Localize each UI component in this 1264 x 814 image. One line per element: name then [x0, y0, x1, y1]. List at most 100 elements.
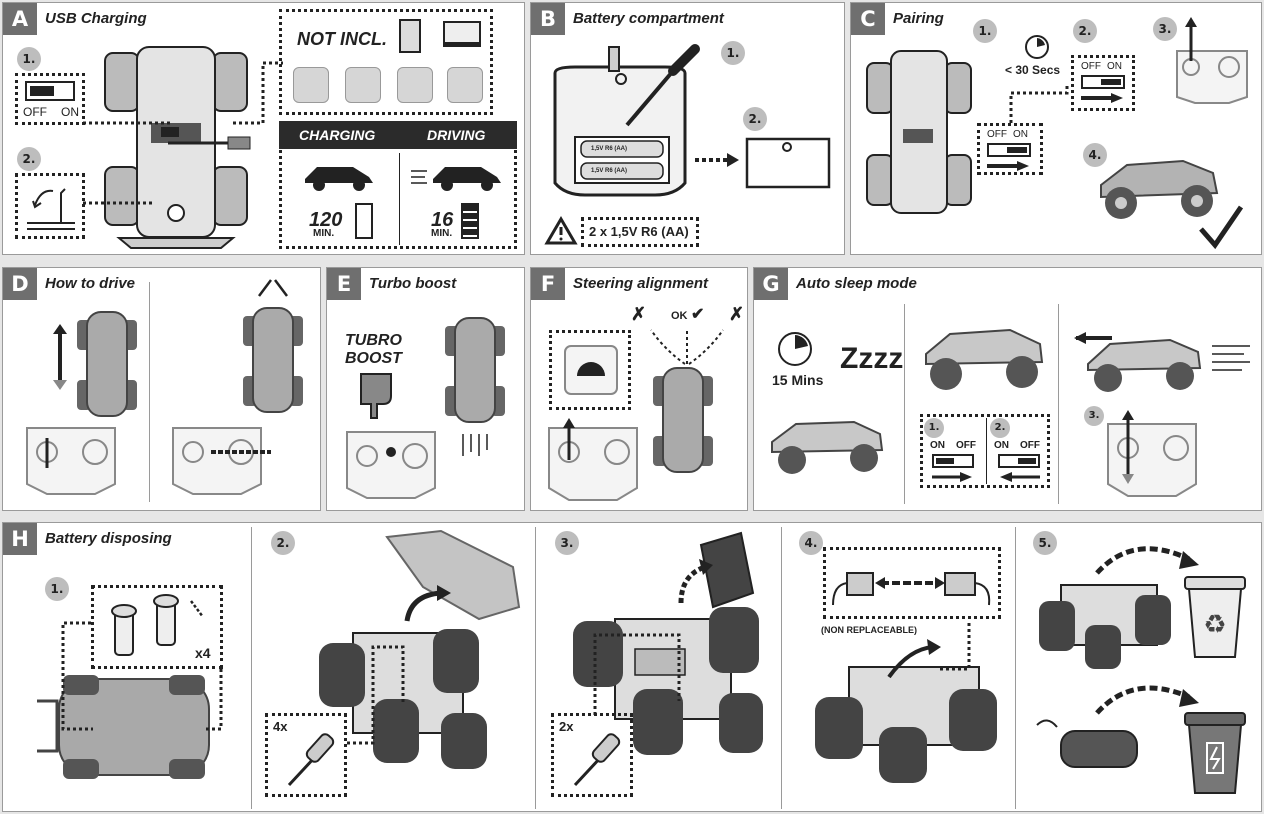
panel-title: Auto sleep mode — [796, 275, 917, 292]
wall-socket-icon — [447, 67, 483, 103]
trim-knob-icon — [564, 345, 618, 395]
panel-letter: C — [851, 3, 885, 35]
game-console-icon — [345, 67, 381, 103]
off-label: OFF — [987, 129, 1007, 140]
remote-controller-icon — [172, 427, 271, 495]
panel-letter: D — [3, 268, 37, 300]
battery-cover-illustration — [745, 137, 831, 189]
car-body-removed — [385, 529, 521, 621]
switch-box — [977, 123, 1043, 175]
remote-controller-icon — [548, 418, 638, 501]
usb-cable — [168, 136, 251, 150]
battery-pack-icon — [1036, 719, 1138, 768]
step-number: 2. — [990, 418, 1010, 438]
panel-title: Battery compartment — [573, 10, 724, 27]
panel-auto-sleep-mode: G Auto sleep mode 15 Mins Zzzz 1. 2. ON … — [753, 267, 1262, 511]
on-label: ON — [1013, 129, 1028, 140]
panel-title: How to drive — [45, 275, 136, 292]
screwdriver-box — [551, 713, 633, 797]
screwdriver-box — [265, 713, 347, 797]
power-switch — [987, 143, 1031, 157]
charging-driving-header — [279, 121, 517, 149]
car-chassis-topview — [866, 50, 972, 214]
on-label: ON — [930, 440, 945, 451]
off-label: OFF — [1020, 440, 1040, 451]
lift-arrow — [678, 559, 713, 604]
panel-title: Pairing — [893, 10, 944, 27]
drive-time: 16 — [431, 209, 454, 231]
step-number: 1. — [721, 41, 745, 65]
connector-detail-box — [823, 547, 1001, 619]
switch-divider — [986, 418, 987, 484]
arrow-right-icon — [932, 472, 972, 482]
step-number: 1. — [924, 418, 944, 438]
timer-icon — [1025, 35, 1049, 59]
panel-divider — [781, 527, 782, 809]
step-number: 2. — [743, 107, 767, 131]
screwdriver-count: 2x — [559, 719, 574, 734]
connector-dotted-lines — [593, 633, 681, 715]
open-flap-illustration — [27, 188, 75, 230]
car-topview-icon — [243, 307, 303, 413]
remove-arrow — [695, 153, 739, 167]
sleep-minutes: 15 Mins — [772, 372, 824, 388]
connector-dotted-lines — [937, 623, 971, 671]
panel-divider — [904, 304, 905, 504]
panel-divider — [149, 282, 150, 502]
remote-controller-icon — [1107, 410, 1197, 497]
step-number: 1. — [973, 19, 997, 43]
charge-time-unit: MIN. — [313, 228, 335, 239]
panel-divider — [1015, 527, 1016, 809]
screw-detail-box — [91, 585, 223, 669]
switch-box — [15, 73, 85, 125]
recycle-icon: ♻ — [1184, 576, 1246, 658]
drive-time-unit: MIN. — [431, 228, 453, 239]
chassis-illustration — [319, 629, 487, 769]
step-number: 3. — [555, 531, 579, 555]
steering-arrows — [258, 279, 288, 297]
battery-pack-removed — [699, 531, 755, 609]
panel-usb-charging: A USB Charging 1. OFF ON 2. NOT INCL. — [2, 2, 525, 255]
step-number: 5. — [1033, 531, 1057, 555]
laptop-icon — [443, 21, 481, 47]
car-sideview-icon — [771, 420, 884, 474]
battery-spec-label: 2 x 1,5V R6 (AA) — [589, 224, 689, 239]
power-switch — [998, 454, 1040, 468]
panel-steering-alignment: F Steering alignment ✗ OK ✔ ✗ — [530, 267, 748, 511]
car-topview-icon — [445, 317, 505, 423]
screwdriver-icon — [625, 44, 700, 127]
step-number: 2. — [1073, 19, 1097, 43]
panel-title: Battery disposing — [45, 530, 172, 547]
wrong-mark-left: ✗ — [631, 304, 647, 324]
checkmark-icon: ✔ — [691, 306, 705, 323]
panel-battery-disposing: H Battery disposing 1. x4 2. 4x — [2, 522, 1262, 812]
on-label: ON — [994, 440, 1009, 451]
panel-pairing: C Pairing 1. OFF ON < 30 Secs 2. OFF ON … — [850, 2, 1262, 255]
switch-sequence-box — [920, 414, 1050, 488]
car-sideview-icon — [925, 328, 1044, 390]
panel-divider — [251, 527, 252, 809]
battery-cell-label: 1,5V R6 (AA) — [591, 146, 628, 152]
lift-arrow — [404, 585, 451, 622]
power-switch — [1081, 75, 1125, 89]
step-number: 2. — [17, 147, 41, 171]
forward-backward-arrow — [53, 324, 67, 390]
chassis-illustration — [1039, 584, 1171, 669]
battery-spec-box — [581, 217, 699, 247]
screwdriver-icon — [287, 733, 335, 787]
warning-icon — [544, 216, 578, 245]
panel-turbo-boost: E Turbo boost TUBRO BOOST — [326, 267, 525, 511]
step-number: 1. — [17, 47, 41, 71]
screw-count: x4 — [195, 645, 211, 661]
arrow-left-icon — [1000, 472, 1040, 482]
step-number: 4. — [1083, 143, 1107, 167]
checkmark-icon — [1199, 205, 1244, 250]
ok-label: OK — [671, 310, 688, 322]
screwdriver-count: 4x — [273, 719, 288, 734]
sleep-zzz: Zzzz — [840, 342, 904, 375]
panel-letter: H — [3, 523, 37, 555]
car-photo — [1100, 159, 1219, 219]
driving-label: DRIVING — [427, 127, 486, 143]
step-number: 1. — [45, 577, 69, 601]
panel-letter: A — [3, 3, 37, 35]
